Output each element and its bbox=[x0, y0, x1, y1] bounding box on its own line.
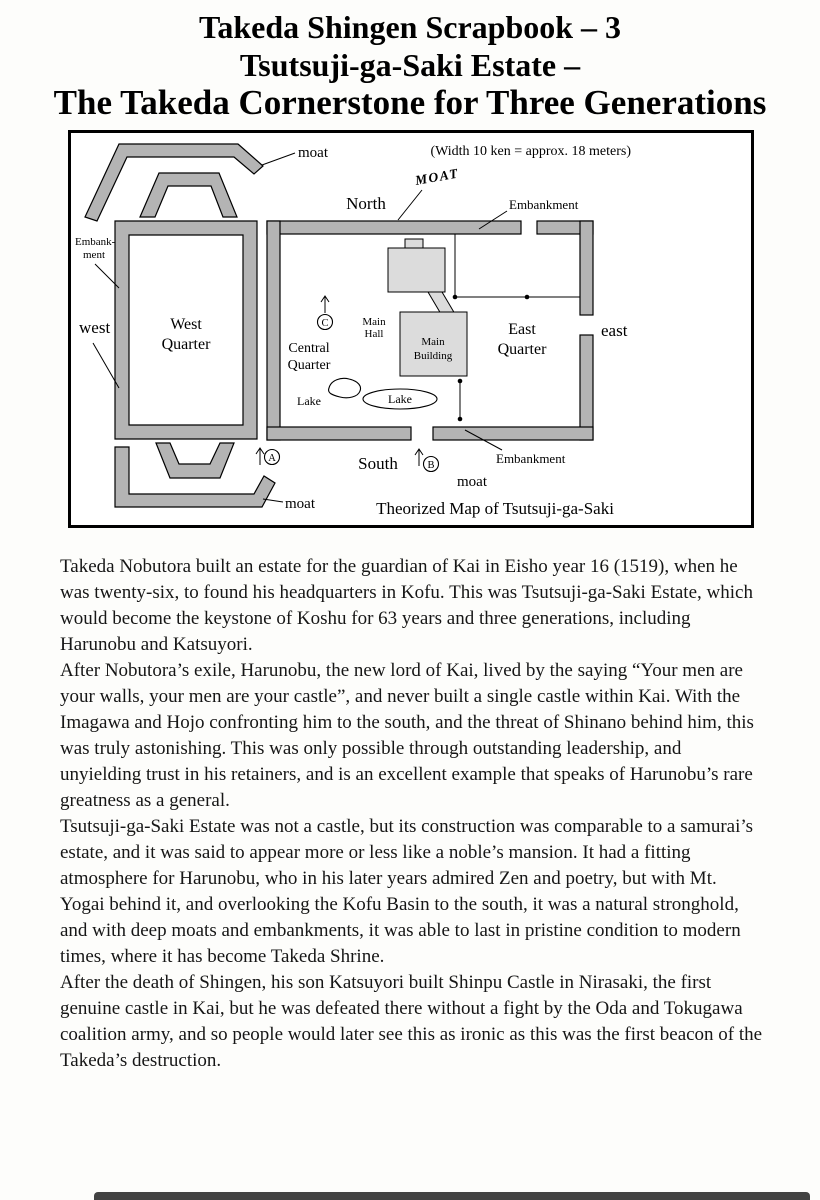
moat-band-topleft-inner bbox=[139, 172, 238, 218]
scale-note: (Width 10 ken = approx. 18 meters) bbox=[430, 144, 631, 159]
lake-west-shape bbox=[328, 377, 362, 399]
moat-bottomleft-leader bbox=[262, 498, 284, 503]
gate-dot bbox=[452, 294, 458, 300]
moat-top-label: moat bbox=[298, 145, 329, 161]
west-quarter-label-2: Quarter bbox=[162, 336, 212, 353]
paragraph-1: Takeda Nobutora built an estate for the … bbox=[60, 556, 753, 655]
embankment-bottom-leader bbox=[464, 429, 503, 451]
main-building bbox=[399, 311, 468, 377]
paragraph-4: After the death of Shingen, his son Kats… bbox=[60, 972, 763, 1071]
west-quarter-label-1: West bbox=[170, 316, 202, 333]
building-corridor bbox=[427, 291, 456, 315]
lake-west-label: Lake bbox=[297, 394, 321, 408]
gate-dot bbox=[524, 294, 530, 300]
moat-bottomleft-label: moat bbox=[285, 496, 316, 512]
embankment-wall-west bbox=[266, 220, 281, 441]
moat-band-bottomleft-trough bbox=[155, 442, 235, 479]
map-caption: Theorized Map of Tsutsuji-ga-Saki bbox=[376, 499, 614, 518]
embankment-wall-bottom-right bbox=[432, 426, 594, 441]
marker-a-label: A bbox=[268, 453, 276, 464]
gate-dot bbox=[457, 378, 463, 384]
embankment-left-label-2: ment bbox=[83, 249, 105, 261]
moat-band-topleft-outer bbox=[84, 143, 264, 222]
estate-map: A B C moat (Width 10 ken = approx. 18 me… bbox=[68, 130, 754, 528]
west-leader bbox=[92, 342, 120, 389]
south-label: South bbox=[358, 454, 398, 473]
embankment-wall-east-lower bbox=[579, 334, 594, 441]
marker-b-circle bbox=[422, 455, 440, 473]
article-body: Takeda Nobutora built an estate for the … bbox=[60, 554, 764, 1074]
lake-east-label: Lake bbox=[388, 392, 412, 406]
main-building-label-1: Main bbox=[421, 336, 445, 348]
gate-arrow-a bbox=[255, 447, 265, 465]
embankment-top-label: Embankment bbox=[509, 197, 579, 212]
moat-top-leader bbox=[261, 152, 296, 166]
title-line-1: Takeda Shingen Scrapbook – 3 bbox=[198, 9, 622, 45]
embankment-bottom-label: Embankment bbox=[496, 451, 566, 466]
moat-cursive-label: MOAT bbox=[413, 165, 460, 188]
central-quarter-label-1: Central bbox=[288, 341, 329, 356]
gate-arrow-b bbox=[414, 448, 424, 466]
title-line-3: The Takeda Cornerstone for Three Generat… bbox=[53, 83, 767, 122]
main-hall-label-1: Main bbox=[362, 316, 386, 328]
north-label: North bbox=[346, 194, 386, 213]
east-label: east bbox=[601, 321, 628, 340]
moat-cursive-leader bbox=[397, 189, 423, 221]
east-quarter-label-1: East bbox=[508, 321, 536, 338]
central-quarter-label-2: Quarter bbox=[288, 358, 331, 373]
marker-b-label: B bbox=[427, 460, 434, 471]
lake-east-shape bbox=[362, 388, 438, 410]
next-page-edge bbox=[94, 1192, 810, 1200]
estate-map-svg: A B C moat (Width 10 ken = approx. 18 me… bbox=[75, 143, 631, 518]
embankment-left-label-1: Embank- bbox=[75, 236, 116, 248]
title-line-2: Tsutsuji-ga-Saki Estate – bbox=[239, 47, 581, 83]
west-quarter-wall bbox=[114, 220, 258, 440]
main-building-label-2: Building bbox=[414, 350, 453, 362]
page-title: Takeda Shingen Scrapbook – 3 Tsutsuji-ga… bbox=[0, 0, 820, 122]
marker-c-circle bbox=[316, 313, 334, 331]
main-hall-label-2: Hall bbox=[365, 328, 384, 340]
paragraph-3: Tsutsuji-ga-Saki Estate was not a castle… bbox=[60, 816, 754, 967]
embankment-wall-east-upper bbox=[579, 220, 594, 316]
embankment-left-leader bbox=[94, 263, 120, 289]
embankment-wall-top-left bbox=[266, 220, 522, 235]
east-quarter-label-2: Quarter bbox=[498, 341, 548, 358]
gate-arrow-c bbox=[320, 295, 330, 313]
main-hall-building bbox=[387, 247, 446, 293]
west-label: west bbox=[79, 318, 110, 337]
main-hall-annex bbox=[404, 238, 424, 249]
moat-bottom-label: moat bbox=[457, 474, 488, 490]
marker-c-label: C bbox=[321, 318, 328, 329]
embankment-wall-bottom-left bbox=[266, 426, 412, 441]
embankment-top-leader bbox=[478, 210, 508, 230]
paragraph-2: After Nobutora’s exile, Harunobu, the ne… bbox=[60, 660, 754, 811]
marker-a-circle bbox=[263, 448, 281, 466]
partition-lines bbox=[454, 234, 580, 420]
gate-dot bbox=[457, 416, 463, 422]
moat-band-bottomleft-outer bbox=[114, 446, 276, 508]
